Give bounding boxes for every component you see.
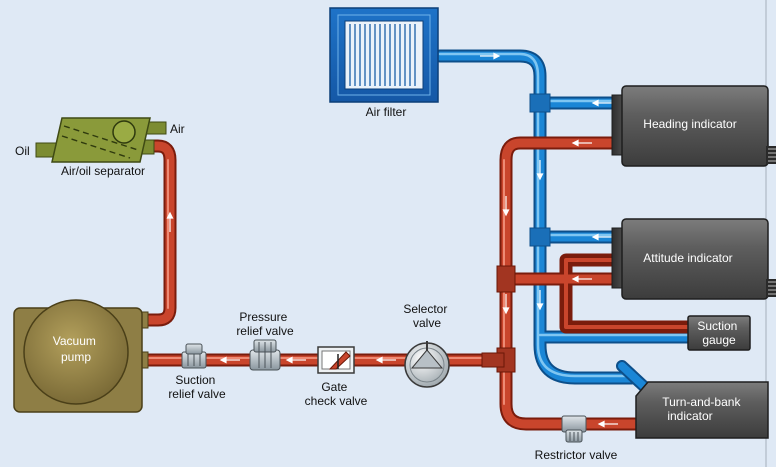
oil-label: Oil — [15, 144, 30, 158]
pressure-relief-valve-label: Pressure relief valve — [236, 310, 294, 338]
vacuum-pump-label: Vacuum pump — [53, 334, 99, 364]
air-oil-separator — [35, 117, 167, 163]
filtered-air-lines — [433, 49, 697, 398]
restrictor-valve — [561, 415, 587, 443]
flow-arrow — [375, 356, 396, 364]
pressure-relief-valve — [249, 339, 281, 371]
suction-relief-valve — [181, 343, 207, 369]
flow-arrow — [536, 290, 544, 311]
selector-valve — [404, 341, 505, 388]
heading-indicator — [611, 85, 776, 167]
flow-arrow — [285, 356, 306, 364]
heading-indicator-label: Heading indicator — [643, 117, 736, 131]
vacuum-pump — [13, 299, 149, 413]
flow-arrows — [166, 52, 618, 428]
flow-arrow — [571, 275, 592, 283]
attitude-indicator — [611, 218, 776, 300]
suction-relief-valve-label: Suction relief valve — [168, 373, 226, 401]
flow-arrow — [502, 196, 510, 217]
air-label: Air — [170, 122, 185, 136]
flow-arrow — [166, 211, 174, 232]
flow-arrow — [591, 99, 612, 107]
flow-arrow — [591, 233, 612, 241]
flow-arrow — [502, 294, 510, 315]
selector-valve-label: Selector valve — [403, 302, 450, 330]
flow-arrow — [480, 52, 501, 60]
suction-gauge-label: Suction gauge — [697, 319, 740, 347]
air-filter-label: Air filter — [366, 105, 407, 119]
flow-arrow — [219, 356, 240, 364]
air-filter — [329, 7, 439, 103]
flow-arrow — [597, 420, 618, 428]
flow-arrow — [571, 139, 592, 147]
turn-and-bank-indicator-label: Turn-and-bank indicator — [662, 395, 744, 423]
air-oil-separator-label: Air/oil separator — [61, 164, 145, 178]
flow-arrow — [536, 160, 544, 181]
gate-check-valve-label: Gate check valve — [305, 380, 368, 408]
restrictor-valve-label: Restrictor valve — [535, 448, 618, 462]
suction-gauge — [687, 315, 751, 351]
turn-and-bank-indicator — [635, 381, 769, 439]
gate-check-valve — [317, 346, 355, 374]
attitude-indicator-label: Attitude indicator — [643, 251, 732, 265]
